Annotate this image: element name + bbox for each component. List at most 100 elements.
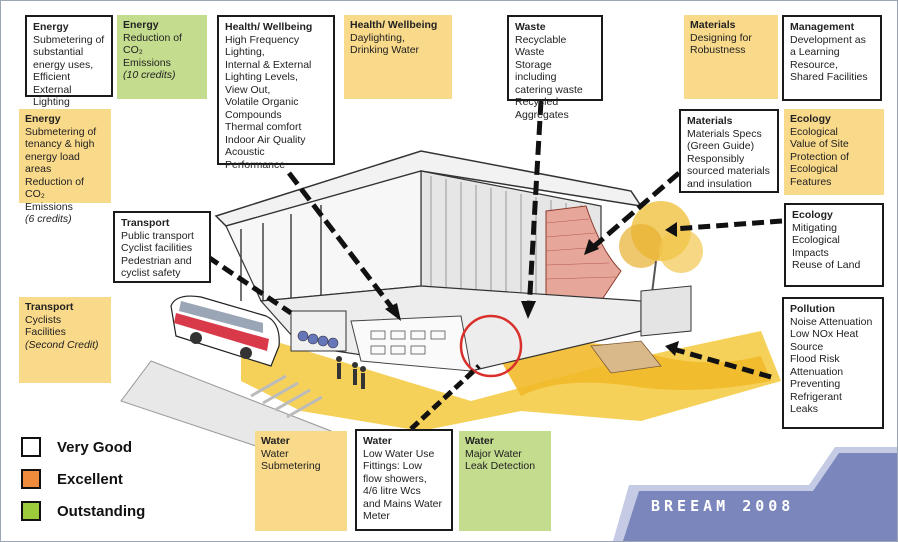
- box-line: Submetering of: [33, 33, 105, 46]
- box-line: Pedestrian and: [121, 254, 192, 267]
- box-line: Leak Detection: [465, 460, 536, 472]
- box-line: Development as: [790, 33, 866, 46]
- box-line: Thermal comfort: [225, 121, 302, 133]
- box-line: Daylighting,: [350, 31, 405, 44]
- culvert: [590, 340, 662, 374]
- box-line: cyclist safety: [121, 267, 181, 279]
- box-line: Designing for: [690, 31, 752, 44]
- box-line: Water: [261, 447, 289, 460]
- box-title: Waste: [515, 21, 546, 33]
- legend-label: Outstanding: [57, 502, 146, 520]
- box-line: Aggregates: [515, 108, 569, 121]
- box-transport-public: Transport Public transport Cyclist facil…: [113, 211, 211, 283]
- box-credit-note: (Second Credit): [25, 338, 99, 351]
- bikes: [297, 330, 339, 349]
- box-line: Lighting,: [225, 46, 265, 58]
- box-line: Submetering: [261, 460, 321, 472]
- legend-swatch-orange: [21, 469, 41, 489]
- box-title: Water: [363, 435, 392, 447]
- box-line: Acoustic Performance: [225, 146, 286, 171]
- interior-room: [350, 315, 472, 372]
- legend-swatch-green: [21, 501, 41, 521]
- box-materials-robustness: Materials Designing for Robustness: [684, 15, 778, 99]
- box-line: Low Water Use: [363, 447, 435, 460]
- box-line: catering waste: [515, 83, 583, 96]
- plant-room: [640, 285, 692, 337]
- brick-wall: [545, 205, 622, 302]
- legend-item-very-good: Very Good: [21, 431, 145, 463]
- box-line: Impacts: [792, 246, 829, 259]
- box-line: Fittings: Low: [363, 460, 422, 472]
- box-materials-specs: Materials Materials Specs (Green Guide) …: [679, 109, 779, 193]
- box-line: Major Water: [465, 447, 522, 460]
- box-line: Ecological: [790, 125, 838, 138]
- box-health-lighting: Health/ Wellbeing High Frequency Lightin…: [217, 15, 335, 171]
- box-management: Management Development as a Learning Res…: [782, 15, 882, 101]
- box-line: Value of Site: [790, 138, 849, 150]
- bus: [170, 295, 280, 367]
- box-line: Reduction of CO₂: [123, 31, 182, 57]
- legend: Very Good Excellent Outstanding: [21, 431, 145, 527]
- box-line: energy uses,: [33, 58, 94, 71]
- box-line: Source: [790, 340, 824, 353]
- box-line: Efficient External: [33, 71, 72, 96]
- box-title: Materials: [690, 19, 736, 31]
- box-line: Recyclable Waste: [515, 33, 567, 59]
- box-line: Mitigating: [792, 221, 837, 234]
- breeam-badge-bg: [621, 451, 897, 541]
- box-water-submetering: Water Water Submetering: [255, 431, 347, 531]
- box-line: and Mains Water: [363, 497, 442, 510]
- box-credit-note: (6 credits): [25, 213, 72, 225]
- box-line: Materials Specs: [687, 127, 762, 140]
- box-line: tenancy & high: [25, 138, 95, 150]
- box-line: Emissions: [25, 200, 73, 213]
- box-line: sourced materials: [687, 165, 770, 177]
- legend-label: Excellent: [57, 470, 123, 488]
- building-columns: [240, 205, 322, 301]
- box-line: Robustness: [690, 44, 746, 56]
- legend-label: Very Good: [57, 438, 133, 456]
- box-pollution: Pollution Noise Attenuation Low NOx Heat…: [782, 297, 884, 429]
- box-line: Refrigerant: [790, 390, 842, 403]
- legend-swatch-white: [21, 437, 41, 457]
- box-line: Compounds: [225, 108, 282, 121]
- pedestrians: [336, 356, 366, 389]
- box-line: Submetering of: [25, 125, 97, 138]
- box-line: flow showers,: [363, 472, 427, 485]
- box-line: 4/6 litre Wcs: [363, 485, 421, 497]
- box-energy-submetering: Energy Submetering of substantial energy…: [25, 15, 113, 108]
- box-line: Preventing: [790, 378, 841, 390]
- box-line: Flood Risk: [790, 353, 840, 365]
- box-line: High Frequency: [225, 33, 300, 46]
- box-line: Reuse of Land: [792, 259, 861, 271]
- box-title: Management: [790, 21, 855, 33]
- box-energy-co2-10: Energy Reduction of CO₂ Emissions (10 cr…: [117, 15, 207, 99]
- highlight-circle: [459, 314, 523, 378]
- box-line: Leaks: [790, 403, 819, 415]
- arrow-heads: [385, 222, 679, 356]
- box-line: Attenuation: [790, 365, 844, 378]
- box-water-low-use: Water Low Water Use Fittings: Low flow s…: [355, 429, 453, 531]
- box-line: Low NOx Heat: [790, 328, 859, 340]
- box-title: Energy: [123, 19, 159, 31]
- box-line: Drinking Water: [350, 44, 420, 56]
- box-title: Materials: [687, 115, 733, 127]
- box-line: energy load areas: [25, 150, 80, 176]
- box-line: Internal & External: [225, 58, 312, 71]
- pointer-lines: [206, 100, 783, 431]
- breeam-badge-label: BREEAM 2008: [651, 497, 795, 515]
- box-line: Cyclist facilities: [121, 242, 193, 254]
- box-title: Ecology: [792, 209, 833, 221]
- box-water-leak: Water Major Water Leak Detection: [459, 431, 551, 531]
- brick-lines: [545, 218, 617, 280]
- box-line: Public transport: [121, 229, 194, 242]
- box-line: Features: [790, 175, 832, 188]
- box-line: Facilities: [25, 326, 66, 338]
- tree: [619, 201, 703, 302]
- box-ecology-value: Ecology Ecological Value of Site Protect…: [784, 109, 884, 195]
- box-title: Health/ Wellbeing: [350, 19, 438, 31]
- box-title: Energy: [33, 21, 69, 33]
- box-line: Lighting Levels,: [225, 71, 298, 83]
